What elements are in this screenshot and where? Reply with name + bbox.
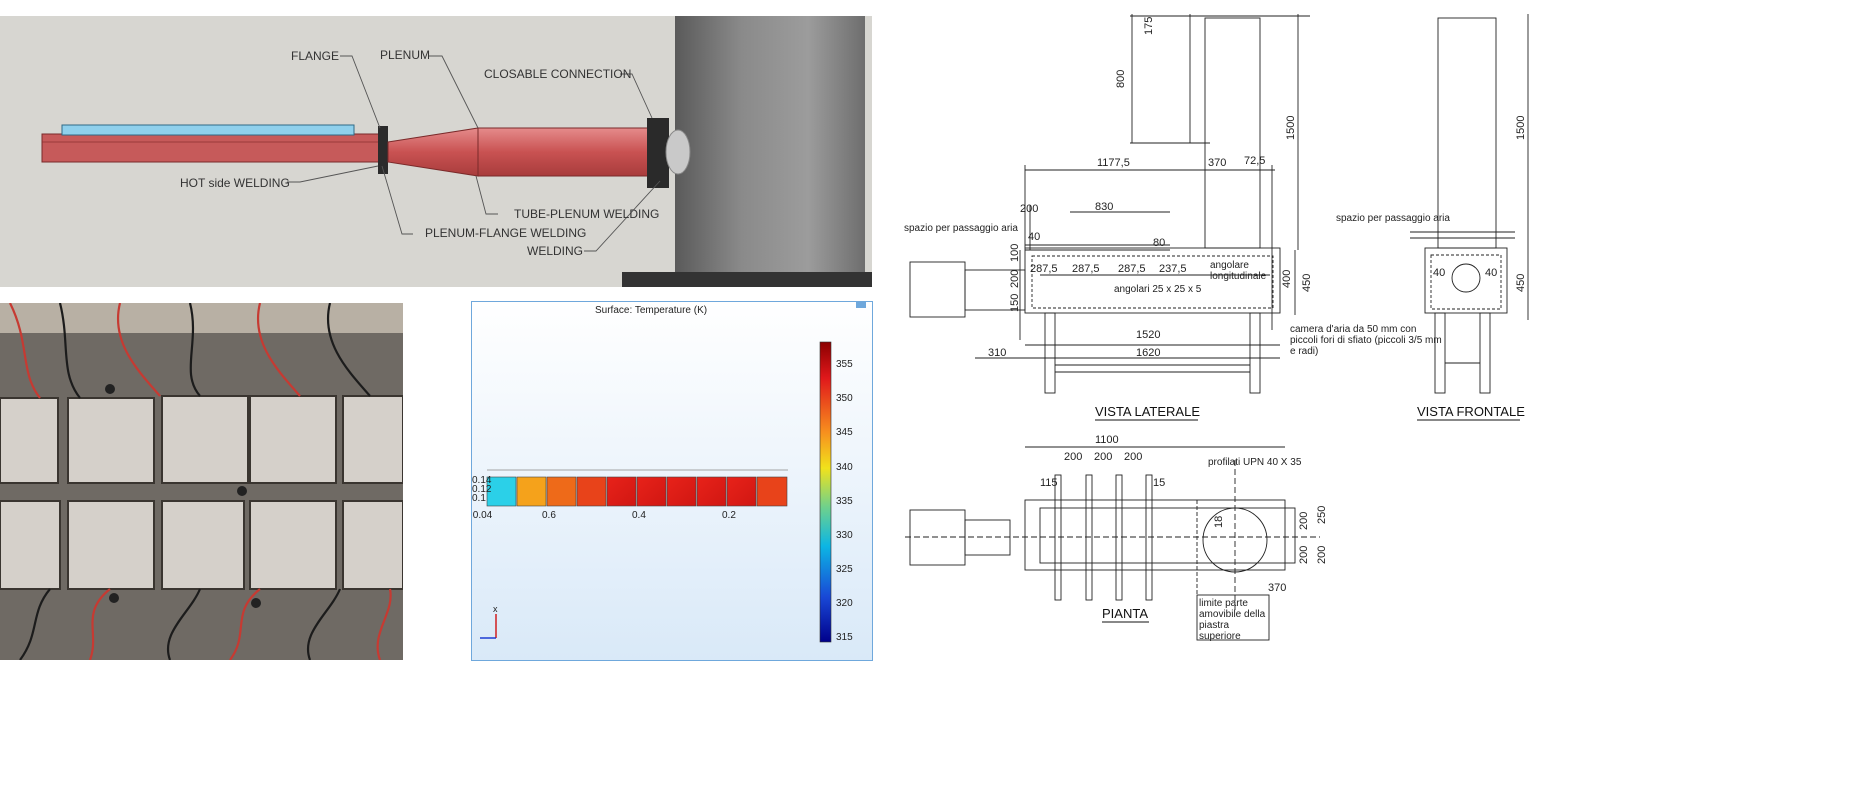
dim-250: 250 bbox=[1316, 506, 1328, 524]
dim-plan-200b: 200 bbox=[1094, 451, 1112, 463]
hot-plate bbox=[41, 133, 383, 163]
wall-cylinder bbox=[675, 16, 865, 287]
dim-310: 310 bbox=[988, 347, 1006, 359]
plot-title: Surface: Temperature (K) bbox=[595, 305, 707, 316]
dim-100: 100 bbox=[1009, 244, 1021, 262]
cbar-tick: 325 bbox=[836, 564, 853, 575]
dim-287-5-c: 287,5 bbox=[1118, 263, 1146, 275]
dim-115: 115 bbox=[1040, 477, 1058, 489]
dim-front-450: 450 bbox=[1515, 274, 1527, 292]
dim-1177: 1177,5 bbox=[1097, 157, 1130, 169]
dim-287-5-b: 287,5 bbox=[1072, 263, 1100, 275]
note-angolare: angolare bbox=[1210, 260, 1249, 271]
title-front-view: VISTA FRONTALE bbox=[1417, 404, 1525, 419]
closable-connection bbox=[647, 118, 669, 188]
label-closable-connection: CLOSABLE CONNECTION bbox=[484, 67, 631, 81]
note-limite-3: piastra bbox=[1199, 620, 1229, 631]
dim-40: 40 bbox=[1028, 231, 1040, 243]
plenum-cone bbox=[387, 127, 479, 177]
dim-1500: 1500 bbox=[1285, 116, 1297, 140]
dim-plan-200v1: 200 bbox=[1298, 512, 1310, 530]
axis-x-label: x bbox=[493, 604, 498, 614]
label-hot-side-welding: HOT side WELDING bbox=[180, 176, 290, 190]
note-limite-1: limite parte bbox=[1199, 598, 1248, 609]
dim-287-5-a: 287,5 bbox=[1030, 263, 1058, 275]
cbar-tick: 340 bbox=[836, 462, 853, 473]
temperature-strip bbox=[486, 476, 788, 507]
note-longitudinale: longitudinale bbox=[1210, 271, 1267, 282]
note-air-gap-front: spazio per passaggio aria bbox=[1336, 213, 1450, 224]
dim-15: 15 bbox=[1153, 477, 1165, 489]
x-tick: 0.2 bbox=[722, 510, 736, 521]
note-air-gap-side: spazio per passaggio aria bbox=[904, 223, 1018, 234]
dim-80: 80 bbox=[1153, 237, 1165, 249]
dim-1620: 1620 bbox=[1136, 347, 1160, 359]
cad-render-svg: FLANGE PLENUM CLOSABLE CONNECTION HOT si… bbox=[41, 16, 872, 287]
dim-plan-200c: 200 bbox=[1124, 451, 1142, 463]
cbar-tick: 355 bbox=[836, 359, 853, 370]
flange bbox=[378, 126, 388, 174]
note-limite-2: amovibile della bbox=[1199, 609, 1266, 620]
label-plenum: PLENUM bbox=[380, 48, 430, 62]
y-tick: 0.1 bbox=[472, 493, 486, 504]
simulation-panel: Surface: Temperature (K) 355 350 345 340… bbox=[471, 301, 873, 661]
dim-front-40a: 40 bbox=[1433, 267, 1445, 279]
title-plan-view: PIANTA bbox=[1102, 606, 1148, 621]
axis-triad-icon: x bbox=[480, 604, 498, 639]
cbar-tick: 345 bbox=[836, 427, 853, 438]
label-plenum-flange-welding: PLENUM-FLANGE WELDING bbox=[425, 226, 586, 240]
cbar-tick: 335 bbox=[836, 496, 853, 507]
y-tick: 0.12 bbox=[472, 484, 492, 495]
note-camera-1: camera d'aria da 50 mm con bbox=[1290, 324, 1416, 335]
dim-175: 175 bbox=[1143, 17, 1155, 35]
label-welding: WELDING bbox=[527, 244, 583, 258]
note-camera-3: e radi) bbox=[1290, 346, 1318, 357]
dim-237-5: 237,5 bbox=[1159, 263, 1187, 275]
x-tick: .0.04 bbox=[472, 510, 493, 521]
cylinder-base bbox=[622, 272, 872, 287]
dim-400: 400 bbox=[1281, 270, 1293, 288]
note-camera-2: piccoli fori di sfiato (piccoli 3/5 mm bbox=[1290, 335, 1442, 346]
x-tick: 0.4 bbox=[632, 510, 646, 521]
dim-370: 370 bbox=[1208, 157, 1226, 169]
note-profilati: profilati UPN 40 X 35 bbox=[1208, 457, 1302, 468]
cover-glass bbox=[61, 124, 355, 136]
label-tube-plenum-welding: TUBE-PLENUM WELDING bbox=[514, 207, 659, 221]
dim-plan-200a: 200 bbox=[1064, 451, 1082, 463]
dim-830: 830 bbox=[1095, 201, 1113, 213]
dim-450: 450 bbox=[1301, 274, 1313, 292]
dim-plan-370: 370 bbox=[1268, 582, 1286, 594]
dim-18: 18 bbox=[1213, 516, 1225, 528]
sensor-photo-panel bbox=[0, 303, 403, 660]
note-limite-4: superiore bbox=[1199, 631, 1241, 642]
dim-1520: 1520 bbox=[1136, 329, 1160, 341]
dim-front-40b: 40 bbox=[1485, 267, 1497, 279]
dim-200b: 200 bbox=[1009, 270, 1021, 288]
technical-drawing-panel: VISTA LATERALE VISTA FRONTALE PIANTA 175… bbox=[900, 0, 1860, 785]
cbar-tick: 330 bbox=[836, 530, 853, 541]
dim-200: 200 bbox=[1020, 203, 1038, 215]
dim-800: 800 bbox=[1115, 70, 1127, 88]
x-tick: 0.6 bbox=[542, 510, 556, 521]
cbar-tick: 350 bbox=[836, 393, 853, 404]
dim-plan-200v2: 200 bbox=[1298, 546, 1310, 564]
cbar-tick: 315 bbox=[836, 632, 853, 643]
sensor-photo bbox=[0, 303, 403, 660]
technical-drawing: VISTA LATERALE VISTA FRONTALE PIANTA 175… bbox=[904, 14, 1529, 642]
cbar-tick: 320 bbox=[836, 598, 853, 609]
y-tick: 0.14 bbox=[472, 475, 492, 486]
cad-render-panel: FLANGE PLENUM CLOSABLE CONNECTION HOT si… bbox=[0, 16, 872, 287]
simulation-plot: Surface: Temperature (K) 355 350 345 340… bbox=[472, 302, 866, 643]
tube bbox=[477, 127, 649, 177]
title-side-view: VISTA LATERALE bbox=[1095, 404, 1200, 419]
dim-plan-200v3: 200 bbox=[1316, 546, 1328, 564]
dim-1100: 1100 bbox=[1095, 434, 1119, 446]
dim-150: 150 bbox=[1009, 294, 1021, 312]
note-angolari: angolari 25 x 25 x 5 bbox=[1114, 284, 1202, 295]
dim-72-5: 72,5 bbox=[1244, 155, 1265, 167]
label-flange: FLANGE bbox=[291, 49, 339, 63]
dim-front-1500: 1500 bbox=[1515, 116, 1527, 140]
colorbar bbox=[819, 341, 832, 643]
